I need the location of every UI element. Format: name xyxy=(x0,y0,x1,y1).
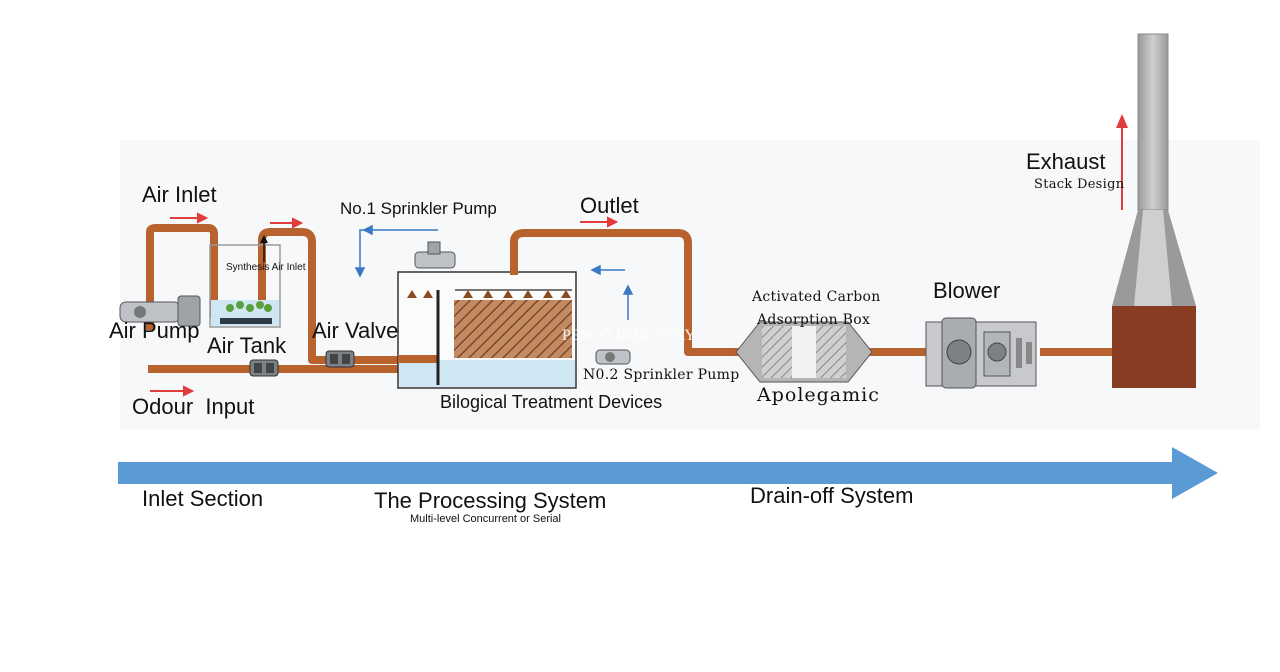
watermark-text: PESCO INDUSTRY xyxy=(562,327,696,344)
air-tank-label: Air Tank xyxy=(207,333,287,358)
air-pump-label: Air Pump xyxy=(109,318,200,343)
carbon-box-label-line2: Adsorption Box xyxy=(757,312,871,328)
air-valve-graphic xyxy=(325,350,355,368)
air-pump-graphic xyxy=(119,295,201,327)
blower-graphic xyxy=(925,317,1037,389)
air-inlet-label: Air Inlet xyxy=(142,182,217,207)
odour-valve-graphic xyxy=(249,359,279,377)
apolegamic-label: Apolegamic xyxy=(757,384,880,406)
exhaust-stack-graphic xyxy=(1112,33,1196,388)
carbon-box-graphic xyxy=(735,321,873,383)
process-flow-arrow xyxy=(118,447,1218,499)
blue-flow-arrows xyxy=(354,224,634,320)
drain-off-system-label: Drain-off System xyxy=(750,483,914,508)
bio-treatment-label: Bilogical Treatment Devices xyxy=(440,392,663,412)
sprinkler-pump-2-label: N0.2 Sprinkler Pump xyxy=(583,367,740,383)
blower-label: Blower xyxy=(933,278,1001,303)
air-valve-label: Air Valve xyxy=(312,318,399,343)
synthesis-inlet-arrow xyxy=(260,235,268,262)
bio-treatment-device xyxy=(397,271,577,389)
air-tank-graphic xyxy=(209,244,281,328)
sprinkler-pump-1-graphic xyxy=(414,241,456,269)
synthesis-air-inlet-label: Synthesis Air Inlet xyxy=(226,262,306,273)
exhaust-label: Exhaust xyxy=(1026,149,1106,174)
sprinkler-pump-2-graphic xyxy=(595,349,631,365)
sprinkler-pump-1-label: No.1 Sprinkler Pump xyxy=(340,199,497,218)
processing-system-sublabel: Multi-level Concurrent or Serial xyxy=(410,513,561,525)
outlet-piping xyxy=(510,229,1112,356)
outlet-label: Outlet xyxy=(580,193,639,218)
stack-design-label: Stack Design xyxy=(1034,177,1125,192)
carbon-box-label-line1: Activated Carbon xyxy=(752,289,881,305)
processing-system-label: The Processing System xyxy=(374,488,607,513)
red-flow-arrows xyxy=(150,212,619,397)
inlet-section-label: Inlet Section xyxy=(142,486,264,511)
odour-input-label: Odour Input xyxy=(132,394,255,419)
